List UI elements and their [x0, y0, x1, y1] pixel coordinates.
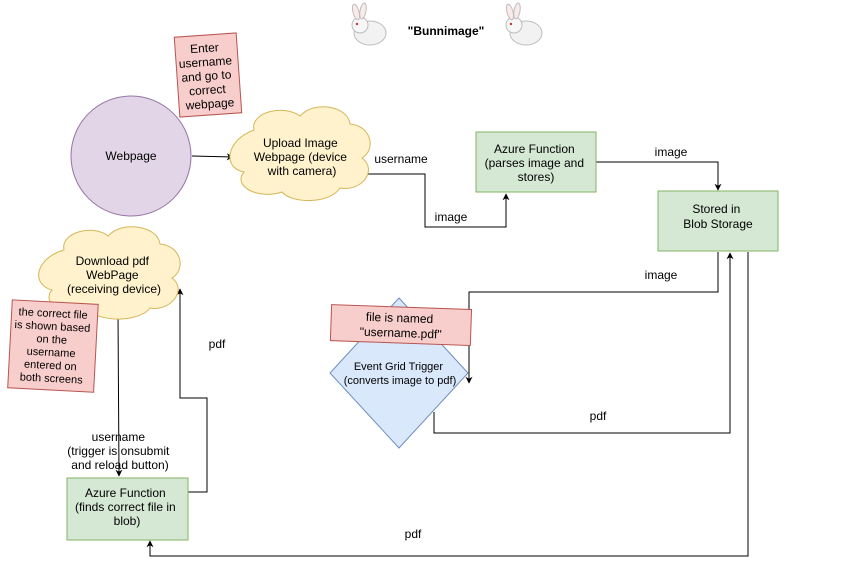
note-file-named-text: file is named "username.pdf"	[360, 310, 443, 342]
azure-find-label: Azure Function (finds correct file in bl…	[75, 486, 179, 528]
edge-label-image-1: image	[435, 210, 468, 224]
edge-azure-find-to-download	[176, 288, 208, 493]
node-upload-webpage: Upload Image Webpage (device with camera…	[229, 106, 371, 202]
edge-blob-to-azure-find	[146, 252, 749, 557]
edge-label-username-bottom: username (trigger is onsubmit and reload…	[67, 430, 172, 472]
note-enter-username: Enter username and go to correct webpage	[173, 32, 243, 118]
note-file-named: file is named "username.pdf"	[329, 304, 473, 346]
node-azure-function-find: Azure Function (finds correct file in bl…	[66, 477, 189, 541]
title-group: "Bunnimage"	[351, 2, 543, 46]
edge-label-image-3: image	[645, 268, 678, 282]
node-blob-storage: Stored in Blob Storage	[657, 190, 779, 252]
edges	[115, 153, 749, 557]
download-label: Download pdf WebPage (receiving device)	[67, 254, 161, 296]
note-correct-file: the correct file is shown based on the u…	[7, 299, 99, 393]
azure-find-box	[66, 477, 189, 541]
diagram-title: "Bunnimage"	[408, 24, 485, 38]
edge-webpage-to-upload	[191, 153, 234, 161]
blob-box	[657, 190, 779, 252]
azure-parse-box	[475, 131, 597, 193]
upload-label: Upload Image Webpage (device with camera…	[254, 136, 351, 178]
note-enter-username-text: Enter username and go to correct webpage	[177, 39, 238, 113]
note-file-named-box	[329, 304, 473, 346]
node-webpage: Webpage	[70, 95, 192, 217]
edge-labels: username image image image pdf pdf pdf u…	[67, 145, 687, 541]
edge-upload-to-azure-parse	[364, 173, 510, 228]
note-correct-file-box	[7, 299, 99, 393]
event-grid-label: Event Grid Trigger (converts image to pd…	[344, 361, 457, 387]
edge-label-pdf-bottom: pdf	[405, 527, 422, 541]
edge-label-pdf-event: pdf	[590, 409, 607, 423]
edge-azure-parse-to-blob	[596, 161, 722, 191]
edge-label-image-2: image	[655, 145, 688, 159]
bunny-icon-right	[505, 2, 543, 46]
azure-parse-label: Azure Function (parses image and stores)	[485, 142, 588, 184]
note-correct-file-text: the correct file is shown based on the u…	[12, 306, 95, 387]
note-enter-username-box	[173, 32, 243, 118]
blob-label: Stored in Blob Storage	[683, 202, 753, 231]
bunny-icon-left	[351, 2, 387, 46]
edge-blob-to-event-grid	[465, 252, 719, 384]
edge-event-grid-to-blob	[433, 252, 734, 434]
node-azure-function-parse: Azure Function (parses image and stores)	[475, 131, 597, 193]
node-download-webpage: Download pdf WebPage (receiving device)	[38, 226, 181, 320]
edge-download-to-azure-find	[115, 311, 123, 477]
webpage-label: Webpage	[105, 149, 156, 163]
webpage-circle	[70, 95, 192, 217]
upload-cloud	[229, 106, 371, 202]
edge-label-pdf-left: pdf	[209, 337, 226, 351]
download-cloud	[38, 226, 181, 320]
edge-label-username-top: username	[374, 152, 428, 166]
